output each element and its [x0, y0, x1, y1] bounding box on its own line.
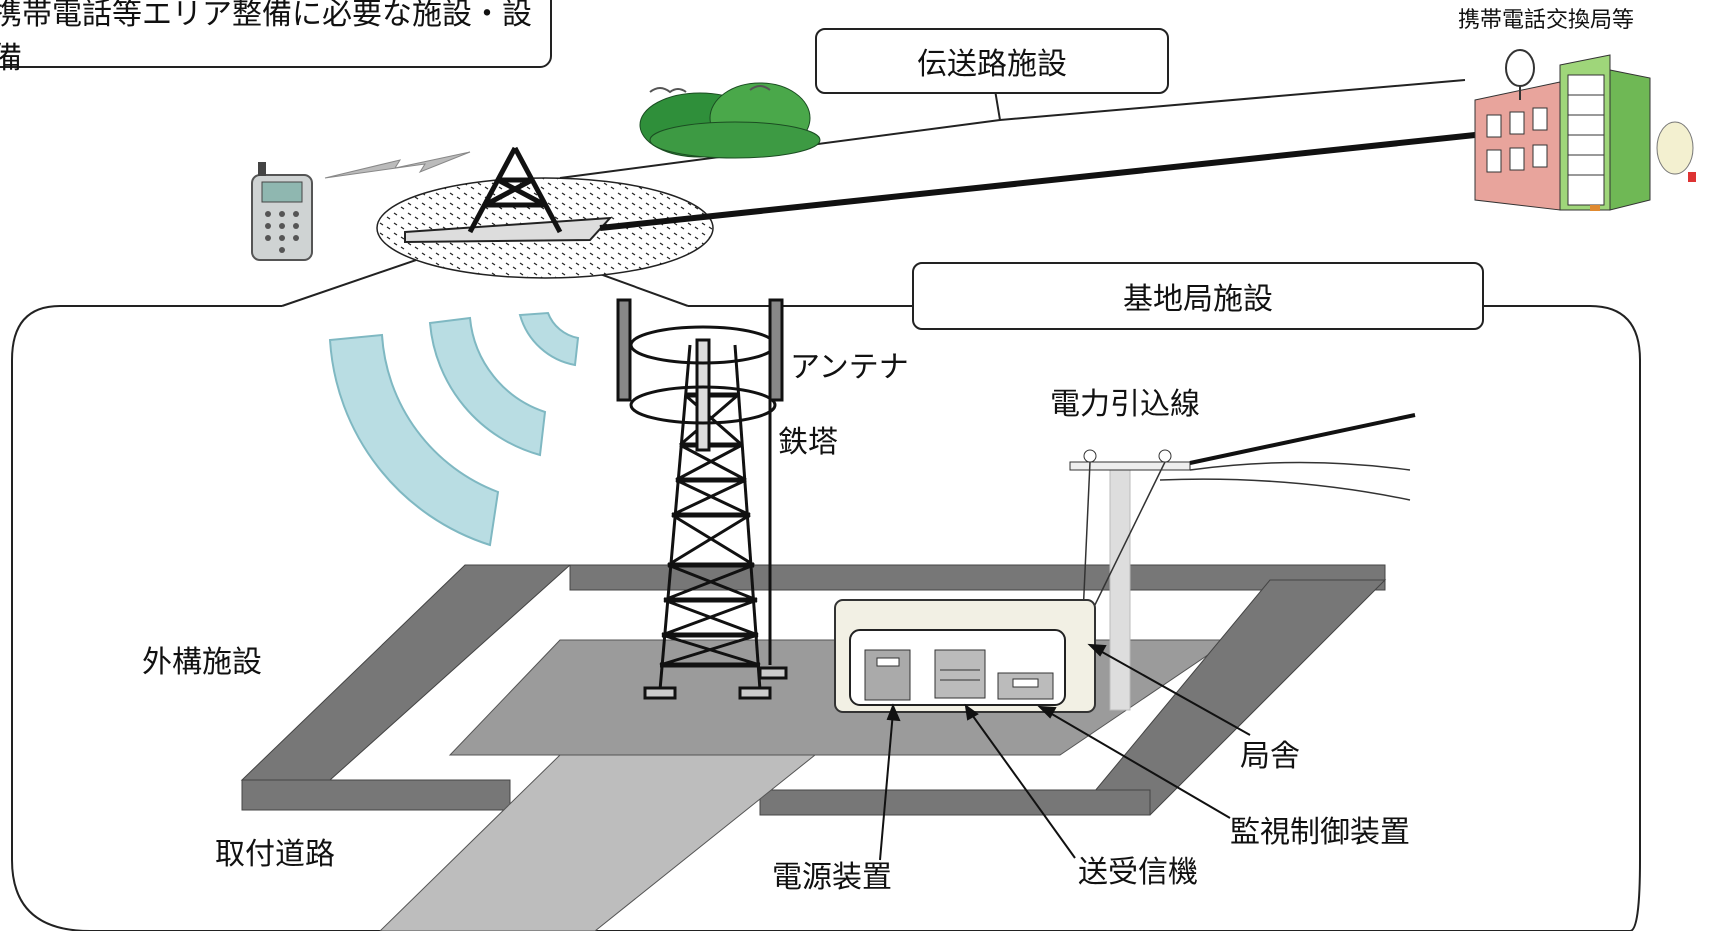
power-unit-label: 電源装置 — [772, 860, 892, 895]
exterior-label: 外構施設 — [142, 645, 262, 680]
signal-bolt-icon — [324, 151, 471, 179]
mobile-phone-icon — [251, 162, 313, 261]
exchange-building-icon — [1474, 49, 1696, 211]
page-title: 携帯電話等エリア整備に必要な施設・設備 — [0, 0, 552, 76]
exchange-label: 携帯電話交換局等 — [1458, 8, 1635, 33]
building-label: 局舎 — [1240, 739, 1300, 774]
monitor-label: 監視制御装置 — [1230, 815, 1410, 850]
transceiver-icon — [934, 649, 986, 699]
coverage-area-icon — [376, 146, 714, 279]
leader-lines — [879, 643, 1251, 861]
transceiver-label: 送受信機 — [1078, 855, 1198, 890]
steel-tower-icon — [616, 298, 788, 700]
antenna-label: アンテナ — [790, 350, 909, 385]
base-station-section-label: 基地局施設 — [912, 262, 1484, 330]
power-line-label: 電力引込線 — [1050, 387, 1200, 422]
transmission-section-label: 伝送路施設 — [815, 28, 1169, 94]
access-road-label: 取付道路 — [215, 837, 335, 872]
monitor-unit-icon — [997, 672, 1054, 700]
station-building-icon — [834, 599, 1096, 713]
mountain-icon — [639, 82, 821, 159]
power-unit-icon — [864, 649, 911, 701]
power-pole-icon — [1069, 413, 1416, 711]
tower-label: 鉄塔 — [778, 425, 838, 460]
radio-wave-icon — [328, 311, 580, 547]
